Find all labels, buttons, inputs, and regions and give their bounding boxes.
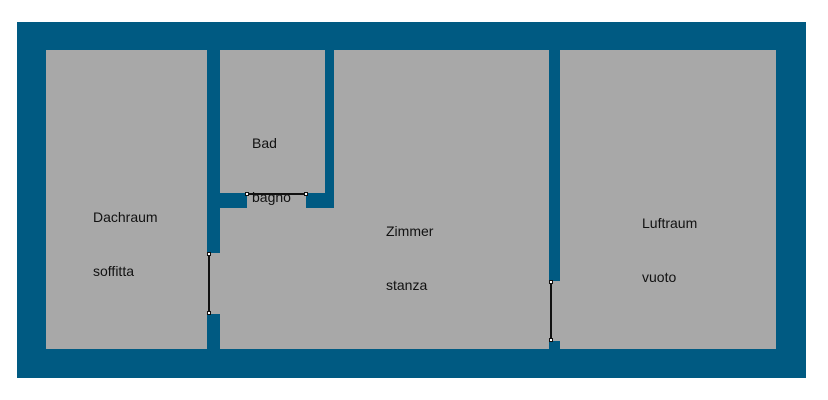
door-opening-luftraum [549,281,560,341]
room-label-de: Luftraum [642,215,698,231]
door-hinge-icon [245,192,249,196]
door-zimmer-luftraum[interactable] [550,282,552,340]
room-label-it: vuoto [642,269,677,285]
door-opening-dachraum [207,253,220,314]
door-opening-bad [247,193,306,208]
room-bad [220,50,325,193]
wall-bad-bottom-left [220,193,247,208]
room-label-it: bagno [252,189,291,205]
room-label-bad: Bad bagno [252,98,291,242]
wall-bad-bottom-right [306,193,334,208]
room-label-de: Dachraum [93,209,158,225]
door-hinge-icon [304,192,308,196]
door-dachraum-zimmer[interactable] [208,254,210,313]
room-label-luftraum: Luftraum vuoto [642,178,697,322]
door-hinge-icon [207,252,211,256]
door-bad-zimmer[interactable] [247,193,306,195]
room-zimmer [334,50,549,349]
room-label-dachraum: Dachraum soffitta [93,172,158,316]
room-label-it: soffitta [93,263,134,279]
room-label-zimmer: Zimmer stanza [386,186,433,330]
room-dachraum [46,50,207,349]
room-luftraum [560,50,776,349]
room-label-de: Bad [252,135,277,151]
door-hinge-icon [549,280,553,284]
door-hinge-icon [207,311,211,315]
room-label-it: stanza [386,277,428,293]
room-zimmer-extension [220,208,334,349]
door-hinge-icon [549,338,553,342]
room-label-de: Zimmer [386,223,434,239]
